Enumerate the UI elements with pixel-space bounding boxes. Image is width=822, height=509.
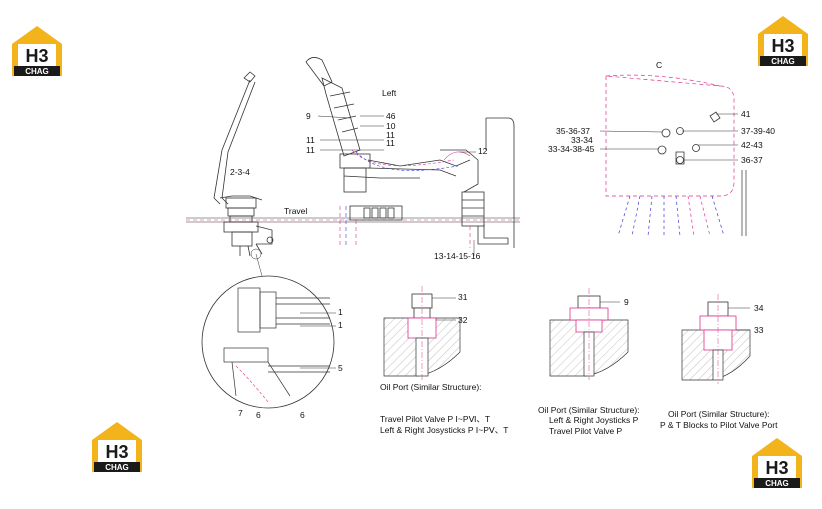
oil-port-caption-3-line-1: P & T Blocks to Pilot Valve Port — [660, 420, 778, 430]
oil-port-caption-3: Oil Port (Similar Structure): — [668, 409, 770, 419]
part-number-11-c: 11 — [306, 135, 315, 145]
travel-lever-assembly — [213, 71, 274, 257]
detail-number-6-a: 6 — [256, 410, 261, 420]
part-number-46: 46 — [386, 111, 396, 121]
part-number-37-39-40: 37-39-40 — [741, 126, 776, 136]
part-number-10: 10 — [386, 121, 396, 131]
oil-port-caption-1-line-2: Left & Right Josysticks P Ⅰ~PⅤ、T — [380, 425, 509, 435]
part-number-11-d: 11 — [306, 145, 315, 155]
left-joystick-hoses — [339, 149, 471, 248]
svg-text:CHAG: CHAG — [771, 57, 795, 66]
view-c-leaders — [599, 113, 738, 161]
part-number-33-34: 33-34 — [571, 135, 593, 145]
fitting-number-32: 32 — [458, 315, 468, 325]
oil-port-caption-1-line-1: Travel Pilot Valve P Ⅰ~PⅥ、T — [380, 414, 491, 424]
svg-text:CHAG: CHAG — [765, 479, 789, 488]
detail-number-5: 5 — [338, 363, 343, 373]
view-label-left: Left — [382, 88, 397, 98]
part-number-11-b: 11 — [386, 138, 395, 148]
detail-number-1-b: 1 — [338, 320, 343, 330]
part-number-36-37: 36-37 — [741, 155, 763, 165]
view-c-fittings — [657, 111, 721, 165]
oil-port-caption-2-line-2: Travel Pilot Valve P — [549, 426, 623, 436]
fitting-number-9: 9 — [624, 297, 629, 307]
left-joystick-assembly — [305, 57, 515, 248]
fitting-number-31: 31 — [458, 292, 468, 302]
part-number-9: 9 — [306, 111, 311, 121]
svg-text:H3: H3 — [105, 442, 128, 462]
part-number-2-3-4: 2-3-4 — [230, 167, 250, 177]
brand-logo-top-left: H3 CHAG — [8, 22, 66, 80]
fitting-detail-2 — [549, 288, 629, 380]
part-number-11-a: 11 — [386, 130, 395, 140]
part-number-33-34-38-45: 33-34-38-45 — [548, 144, 595, 154]
fitting-number-33: 33 — [754, 325, 764, 335]
part-number-35-36-37: 35-36-37 — [556, 126, 591, 136]
detail-number-6-b: 6 — [300, 410, 305, 420]
oil-port-caption-2: Oil Port (Similar Structure): — [538, 405, 640, 415]
leader-lines — [300, 115, 476, 369]
view-c-block — [605, 74, 747, 237]
brand-logo-top-right: H3 CHAG — [754, 12, 812, 70]
fitting-detail-1 — [383, 286, 461, 380]
floor-plate — [186, 217, 520, 223]
svg-text:H3: H3 — [25, 46, 48, 66]
fitting-detail-3 — [681, 294, 751, 384]
svg-text:CHAG: CHAG — [105, 463, 129, 472]
fitting-number-34: 34 — [754, 303, 764, 313]
brand-logo-bottom-left: H3 CHAG — [88, 418, 146, 476]
svg-text:H3: H3 — [765, 458, 788, 478]
part-number-12: 12 — [478, 146, 488, 156]
detail-circle — [201, 248, 335, 409]
svg-text:H3: H3 — [771, 36, 794, 56]
detail-number-1-a: 1 — [338, 307, 343, 317]
part-number-13-14-15-16: 13-14-15-16 — [434, 251, 481, 261]
view-label-c: C — [656, 60, 663, 70]
brand-logo-bottom-right: H3 CHAG — [748, 434, 806, 492]
detail-number-7: 7 — [238, 408, 243, 418]
part-number-41: 41 — [741, 109, 751, 119]
part-number-42-43: 42-43 — [741, 140, 763, 150]
svg-text:CHAG: CHAG — [25, 67, 49, 76]
oil-port-caption-2-line-1: Left & Right Joysticks P — [549, 415, 639, 425]
oil-port-caption-1: Oil Port (Similar Structure): — [380, 382, 482, 392]
view-label-travel: Travel — [284, 206, 308, 216]
